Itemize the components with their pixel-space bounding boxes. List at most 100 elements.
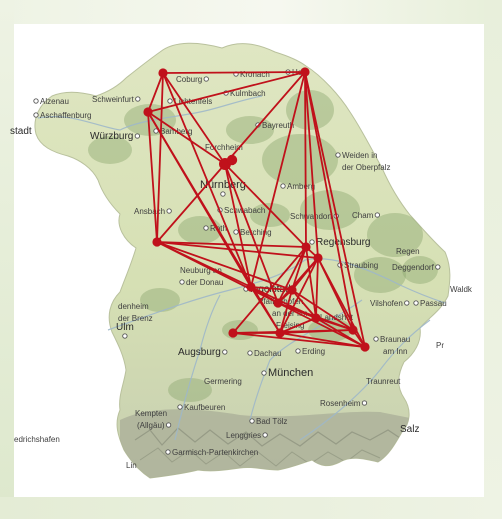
place-label-braunau2: am Inn (383, 347, 407, 356)
place-marker-augsburg (222, 349, 228, 355)
route-line (315, 317, 354, 331)
route-line (156, 163, 226, 243)
place-label-weissenhorn2: der Brenz (118, 314, 153, 323)
route-line (224, 163, 307, 248)
place-label-dachau: Dachau (254, 349, 282, 358)
route-line (315, 317, 366, 348)
place-marker-lenggries (262, 432, 268, 438)
forest-patch (168, 378, 212, 402)
route-line (304, 71, 366, 348)
route-line (304, 71, 319, 259)
route-line (277, 257, 319, 304)
route-line (224, 163, 252, 288)
place-marker-wuerzburg (134, 133, 141, 139)
place-label-pr: Pr (436, 341, 444, 350)
place-marker-rosenheim (361, 400, 368, 406)
route-hub (275, 328, 285, 338)
route-hub (158, 68, 168, 78)
forest-patch (262, 134, 338, 186)
place-label-augsburg: Augsburg (178, 347, 221, 358)
route-line (317, 257, 366, 348)
route-line (277, 246, 307, 304)
route-line (232, 329, 354, 334)
place-label-weissenhorn: denheim (118, 302, 149, 311)
place-label-germering: Germering (204, 377, 242, 386)
route-line (291, 246, 307, 291)
frame-border-bottom (0, 497, 502, 519)
place-marker-kaufbeuren (177, 404, 183, 410)
route-line (279, 289, 293, 334)
place-marker-amberg (280, 183, 286, 189)
route-lines (147, 71, 366, 348)
place-marker-erding (295, 348, 301, 354)
route-line (250, 286, 281, 334)
bavaria-landmass (34, 42, 451, 479)
place-marker-regensburg (309, 239, 315, 245)
place-marker-kempten2 (165, 422, 172, 428)
place-label-rosenheim: Rosenheim (320, 399, 361, 408)
place-marker-muenchen (261, 370, 267, 376)
route-line (147, 71, 306, 113)
place-label-regensburg: Regensburg (316, 237, 370, 248)
place-label-wuerzburg: Würzburg (90, 131, 133, 142)
route-hub (313, 253, 323, 263)
place-label-ulm: Ulm (116, 322, 134, 333)
place-marker-berching (233, 229, 239, 235)
route-line (162, 72, 226, 165)
place-label-cham: Cham (352, 211, 374, 220)
alps-ridge-2 (139, 447, 381, 467)
place-label-deggendorf: Deggendorf (392, 263, 435, 272)
frame-border-right (484, 0, 502, 519)
place-label-lichtenfels: Lichtenfels (174, 97, 212, 106)
route-line (156, 72, 164, 243)
place-label-braunau: Braunau (380, 335, 410, 344)
place-label-kaufbeuren: Kaufbeuren (184, 403, 225, 412)
place-label-kempten2: (Allgäu) (137, 421, 165, 430)
place-label-erding: Erding (302, 347, 325, 356)
route-line (250, 71, 306, 288)
place-label-lenggries: Lenggries (226, 431, 261, 440)
place-marker-roth (203, 225, 209, 231)
route-line (156, 241, 319, 259)
place-label-stadt: stadt (10, 126, 32, 137)
place-marker-vilshofen (404, 300, 410, 306)
route-line (250, 286, 293, 291)
place-marker-braunau (373, 336, 379, 342)
place-marker-passau (413, 300, 419, 306)
route-hub (152, 237, 162, 247)
place-label-muenchen: München (268, 367, 313, 379)
place-label-neuburg2: der Donau (186, 278, 223, 287)
forest-patch (140, 288, 180, 312)
place-marker-aschaffenburg (33, 112, 39, 118)
route-line (304, 71, 354, 331)
frame-border-left (0, 0, 14, 519)
place-label-friedrichshafen: edrichshafen (14, 435, 60, 444)
place-label-garmisch: Garmisch-Partenkirchen (172, 448, 258, 457)
place-label-salz: Salz (400, 424, 419, 435)
place-label-berching: Berching (240, 228, 272, 237)
place-marker-dachau (247, 350, 253, 356)
route-hub (143, 107, 153, 117)
forest-patch (226, 116, 274, 144)
route-hubs (143, 67, 370, 352)
place-label-landshut: Landshut (320, 313, 354, 322)
place-label-kulmbach: Kulmbach (230, 89, 266, 98)
route-line (147, 111, 158, 243)
river-inn (299, 319, 431, 441)
route-line (315, 257, 319, 319)
route-line (305, 246, 317, 319)
place-marker-ansbach (166, 208, 172, 214)
place-marker-ulm (122, 333, 128, 339)
river-lech (174, 294, 221, 441)
route-line (277, 302, 366, 348)
place-marker-badtoelz (249, 418, 255, 424)
place-label-kempten: Kempten (135, 409, 167, 418)
place-label-forchheim: Forchheim (205, 143, 243, 152)
place-marker-nuernberg (220, 191, 226, 197)
place-marker-neuburg2 (179, 279, 185, 285)
route-line (279, 317, 317, 334)
place-marker-coburg (203, 76, 209, 82)
place-label-weiden2: der Oberpfalz (342, 163, 390, 172)
route-line (232, 246, 307, 334)
